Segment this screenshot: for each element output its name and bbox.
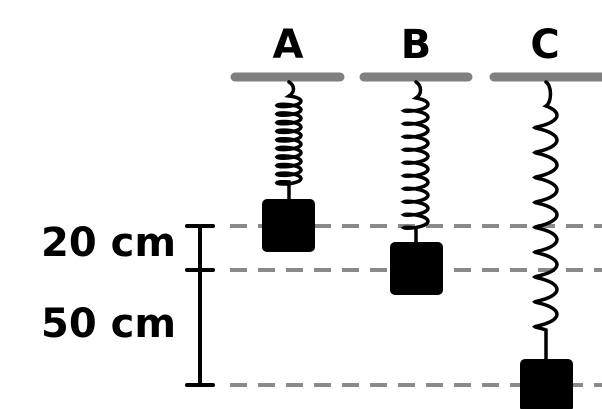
spring-coil-b	[400, 80, 430, 244]
mass-block-c	[520, 359, 573, 409]
measurement-ruler	[185, 224, 215, 387]
mass-block-a	[262, 199, 315, 252]
measurement-label-50: 50 cm	[41, 301, 176, 347]
spring-c	[531, 80, 559, 361]
spring-label-b: B	[401, 22, 432, 68]
spring-label-c: C	[530, 22, 559, 68]
spring-a	[274, 80, 303, 201]
mass-block-b	[390, 242, 443, 295]
spring-label-a: A	[273, 22, 304, 68]
measurement-label-20: 20 cm	[41, 220, 176, 266]
spring-b	[400, 80, 430, 244]
spring-coil-c	[531, 80, 559, 361]
spring-coil-a	[274, 80, 303, 201]
